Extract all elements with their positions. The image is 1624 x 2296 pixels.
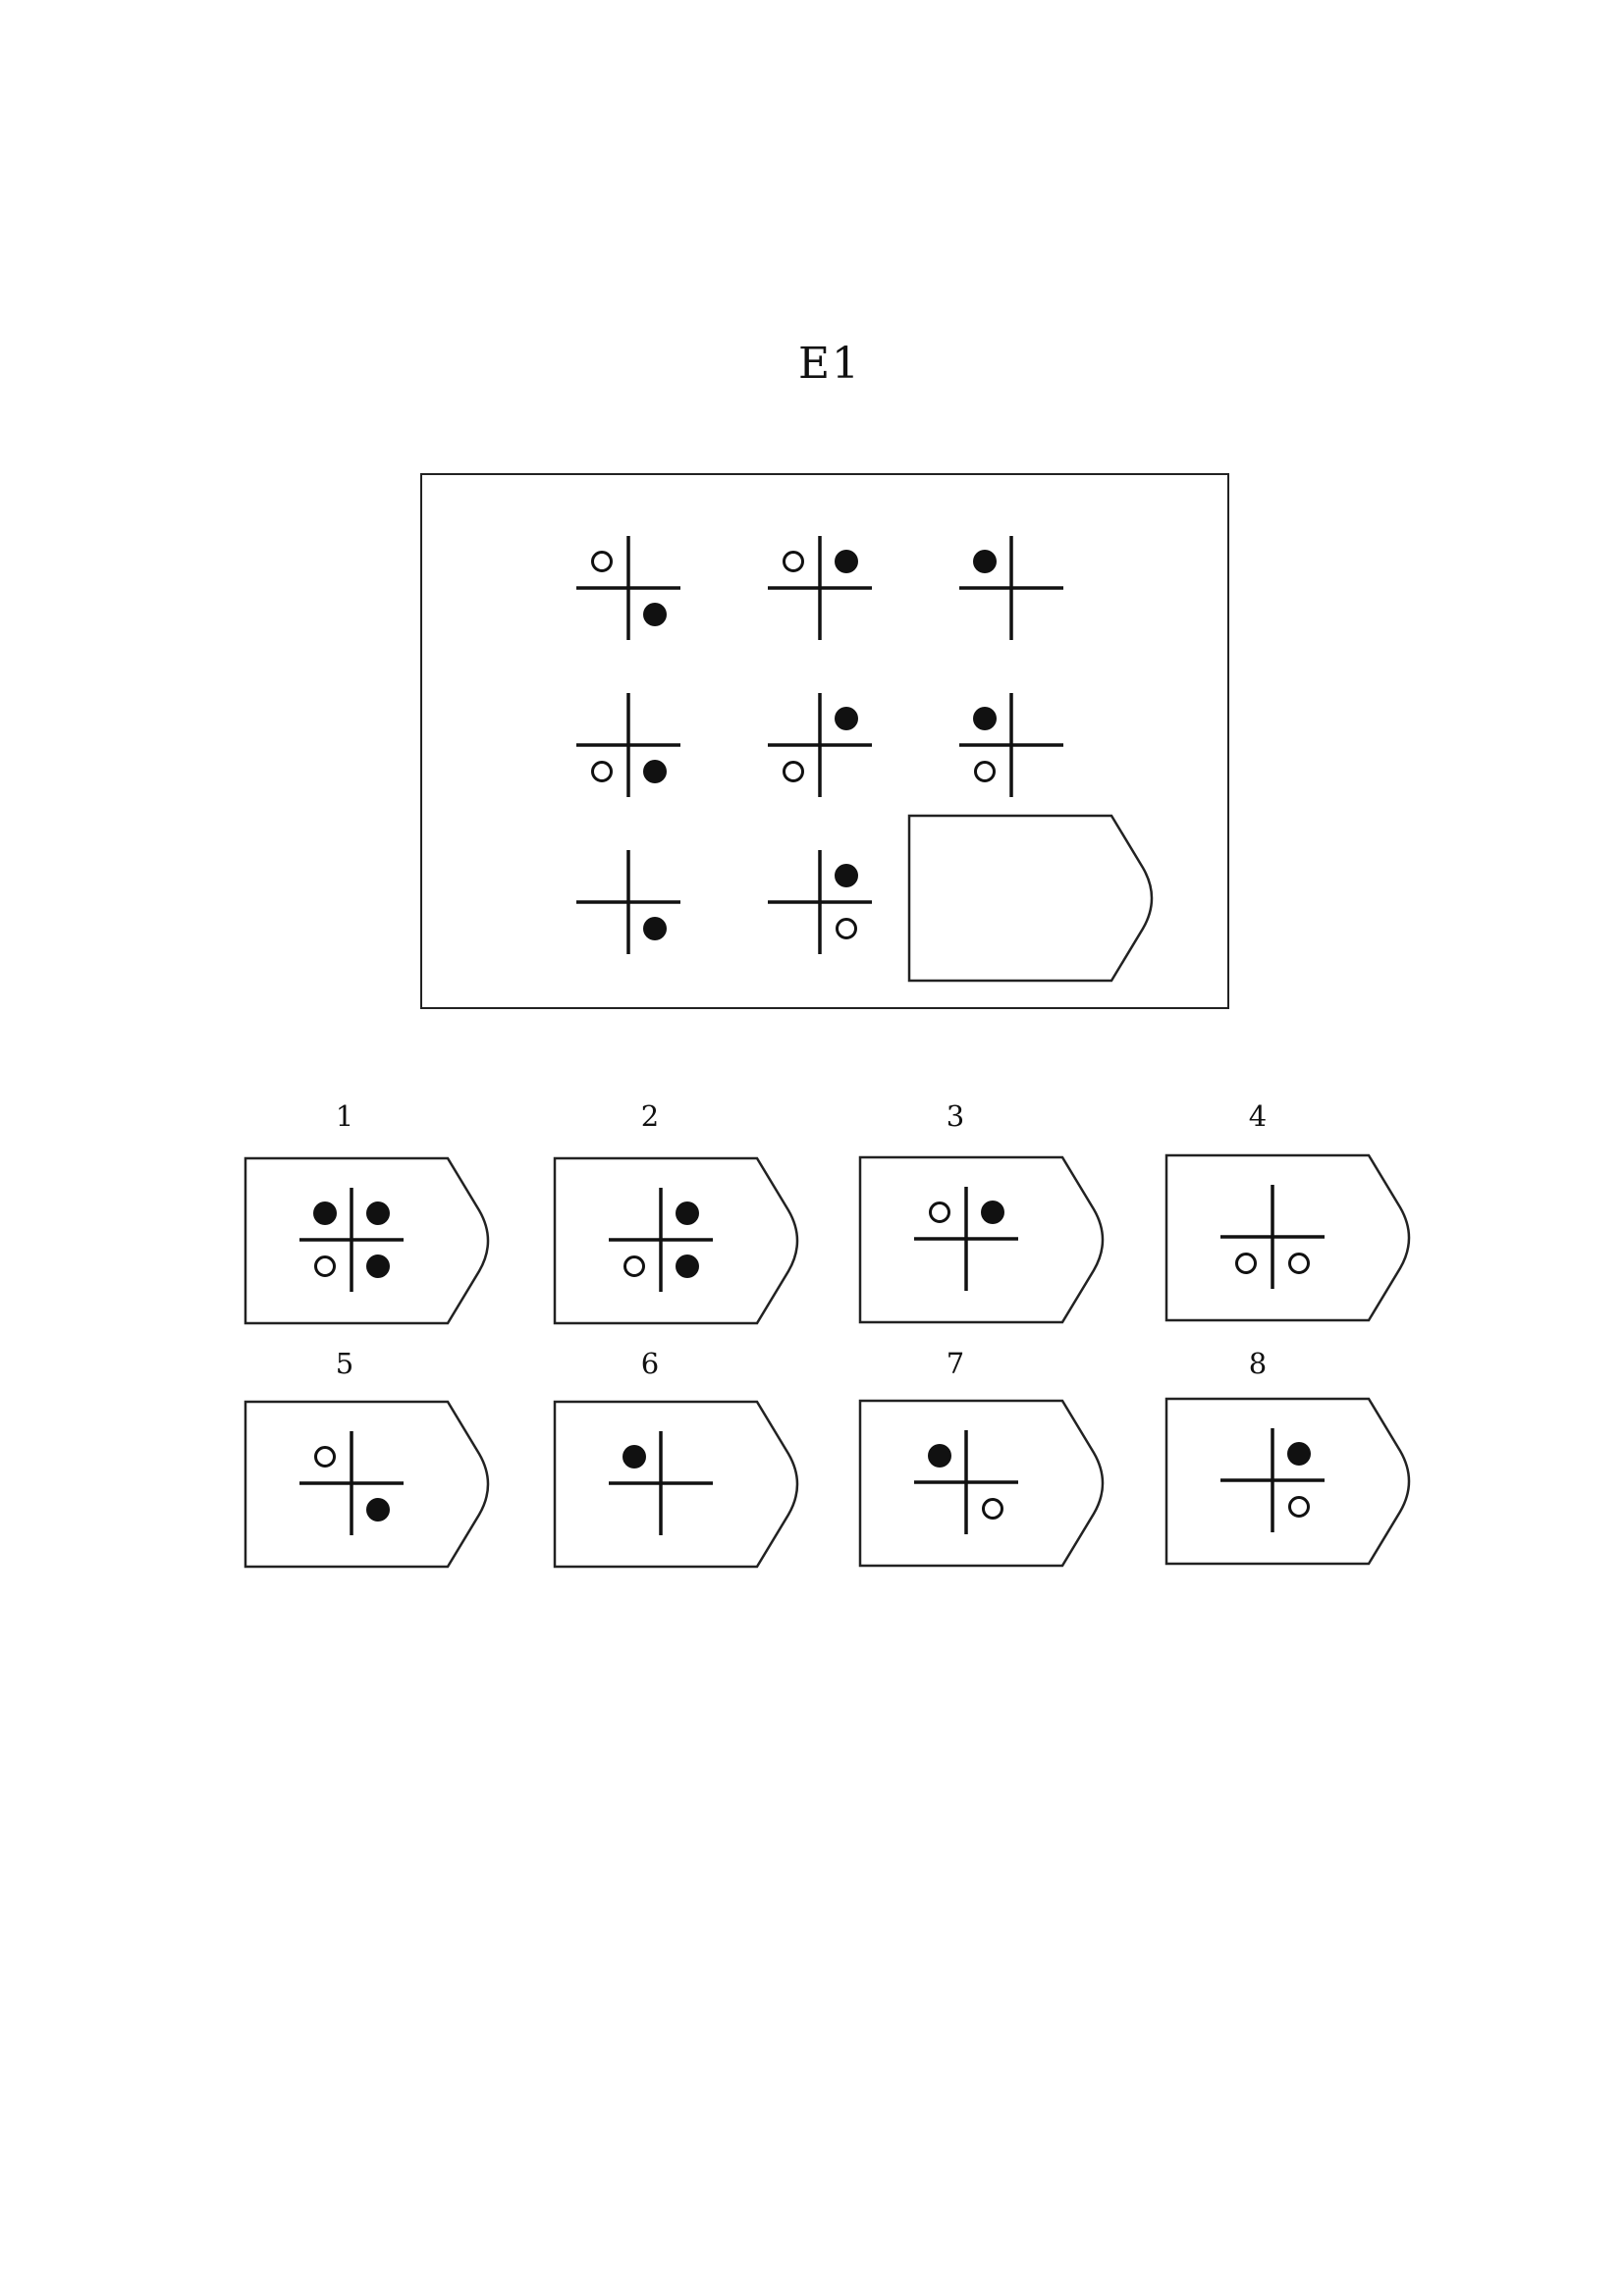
option-number-4: 4 — [1248, 1099, 1268, 1133]
cross-icon — [299, 1431, 404, 1535]
cross-icon — [609, 1188, 713, 1292]
option-tile-3[interactable] — [858, 1155, 1110, 1324]
open-dot-icon — [1235, 1253, 1257, 1274]
filled-dot-icon — [928, 1444, 951, 1468]
cross-icon — [1220, 1428, 1325, 1532]
cross-icon — [914, 1430, 1018, 1534]
matrix-cell-1 — [574, 534, 682, 642]
puzzle-matrix — [420, 473, 1229, 1009]
filled-dot-icon — [973, 550, 997, 573]
option-tile-6[interactable] — [553, 1400, 804, 1569]
option-glyph — [298, 1186, 406, 1294]
open-dot-icon — [783, 551, 804, 572]
open-dot-icon — [1288, 1253, 1310, 1274]
cross-icon — [914, 1187, 1018, 1291]
open-dot-icon — [929, 1201, 950, 1223]
open-dot-icon — [982, 1498, 1003, 1520]
option-tile-1[interactable] — [244, 1156, 495, 1325]
option-tile-7[interactable] — [858, 1399, 1110, 1568]
matrix-cell-5 — [766, 691, 874, 799]
missing-piece-slot — [907, 814, 1159, 983]
option-number-8: 8 — [1248, 1347, 1268, 1380]
cross-icon — [768, 693, 872, 797]
filled-dot-icon — [366, 1201, 390, 1225]
matrix-cell-7 — [574, 848, 682, 956]
cross-icon — [959, 693, 1063, 797]
open-dot-icon — [1288, 1496, 1310, 1518]
filled-dot-icon — [981, 1201, 1004, 1224]
filled-dot-icon — [623, 1445, 646, 1468]
option-number-3: 3 — [946, 1099, 965, 1133]
option-tile-2[interactable] — [553, 1156, 804, 1325]
option-tile-8[interactable] — [1164, 1397, 1416, 1566]
filled-dot-icon — [366, 1498, 390, 1522]
option-glyph — [298, 1429, 406, 1537]
matrix-cell-2 — [766, 534, 874, 642]
filled-dot-icon — [835, 707, 858, 730]
option-glyph — [607, 1429, 715, 1537]
option-number-6: 6 — [640, 1347, 660, 1380]
open-dot-icon — [783, 761, 804, 782]
cross-icon — [576, 693, 680, 797]
filled-dot-icon — [835, 864, 858, 887]
option-tile-4[interactable] — [1164, 1153, 1416, 1322]
filled-dot-icon — [1287, 1442, 1311, 1466]
filled-dot-icon — [676, 1255, 699, 1278]
cross-icon — [768, 536, 872, 640]
option-glyph — [1218, 1183, 1326, 1291]
matrix-cell-8 — [766, 848, 874, 956]
matrix-cell-4 — [574, 691, 682, 799]
cross-icon — [959, 536, 1063, 640]
filled-dot-icon — [835, 550, 858, 573]
cross-icon — [576, 536, 680, 640]
open-dot-icon — [623, 1255, 645, 1277]
option-glyph — [607, 1186, 715, 1294]
filled-dot-icon — [676, 1201, 699, 1225]
open-dot-icon — [314, 1446, 336, 1468]
filled-dot-icon — [643, 760, 667, 783]
open-dot-icon — [974, 761, 996, 782]
filled-dot-icon — [643, 917, 667, 940]
option-number-5: 5 — [335, 1347, 354, 1380]
cross-icon — [299, 1188, 404, 1292]
option-number-7: 7 — [946, 1347, 965, 1380]
filled-dot-icon — [313, 1201, 337, 1225]
page-title: E1 — [797, 339, 862, 389]
open-dot-icon — [314, 1255, 336, 1277]
option-tile-5[interactable] — [244, 1400, 495, 1569]
cross-icon — [1220, 1185, 1325, 1289]
cross-icon — [768, 850, 872, 954]
open-dot-icon — [836, 918, 857, 939]
option-glyph — [912, 1428, 1020, 1536]
filled-dot-icon — [973, 707, 997, 730]
matrix-cell-6 — [957, 691, 1065, 799]
option-glyph — [1218, 1426, 1326, 1534]
open-dot-icon — [591, 551, 613, 572]
cross-icon — [576, 850, 680, 954]
filled-dot-icon — [366, 1255, 390, 1278]
filled-dot-icon — [643, 603, 667, 626]
matrix-cell-3 — [957, 534, 1065, 642]
option-glyph — [912, 1185, 1020, 1293]
option-number-2: 2 — [640, 1099, 660, 1133]
open-dot-icon — [591, 761, 613, 782]
option-number-1: 1 — [335, 1099, 354, 1133]
cross-icon — [609, 1431, 713, 1535]
